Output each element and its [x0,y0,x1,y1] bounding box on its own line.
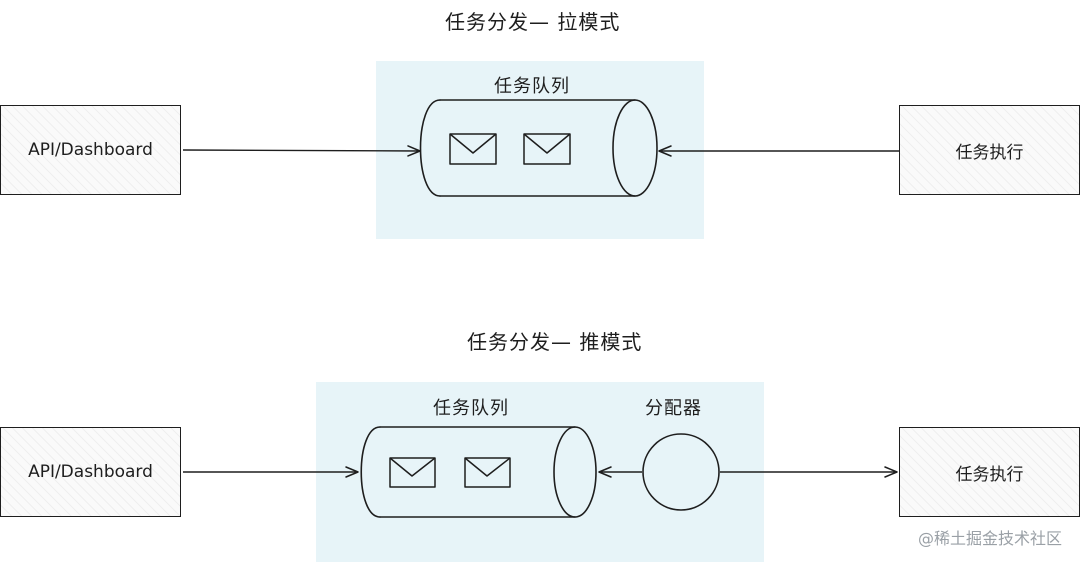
pull-executor-box: 任务执行 [899,105,1080,195]
push-queue-label: 任务队列 [433,398,509,419]
dispatcher-circle [642,433,720,511]
arrow-source-to-queue [182,145,421,157]
pull-executor-label: 任务执行 [955,142,1024,163]
envelope-icon [464,457,511,488]
pull-queue-cylinder [419,99,658,197]
envelope-icon [389,457,436,488]
pull-source-box: API/Dashboard [0,105,181,195]
push-executor-label: 任务执行 [955,464,1024,485]
pull-mode-title: 任务分发— 拉模式 [445,10,621,34]
pull-queue-label: 任务队列 [494,76,570,97]
pull-source-label: API/Dashboard [28,140,153,160]
watermark: @稀土掘金技术社区 [917,529,1062,548]
push-mode-title: 任务分发— 推模式 [467,330,643,354]
push-dispatcher-label: 分配器 [645,398,702,419]
envelope-icon [449,133,497,165]
push-source-label: API/Dashboard [28,462,153,482]
push-source-box: API/Dashboard [0,427,181,517]
push-executor-box: 任务执行 [899,427,1080,517]
envelope-icon [523,133,571,165]
push-queue-cylinder [360,426,597,518]
pull-queue-region [376,61,704,239]
